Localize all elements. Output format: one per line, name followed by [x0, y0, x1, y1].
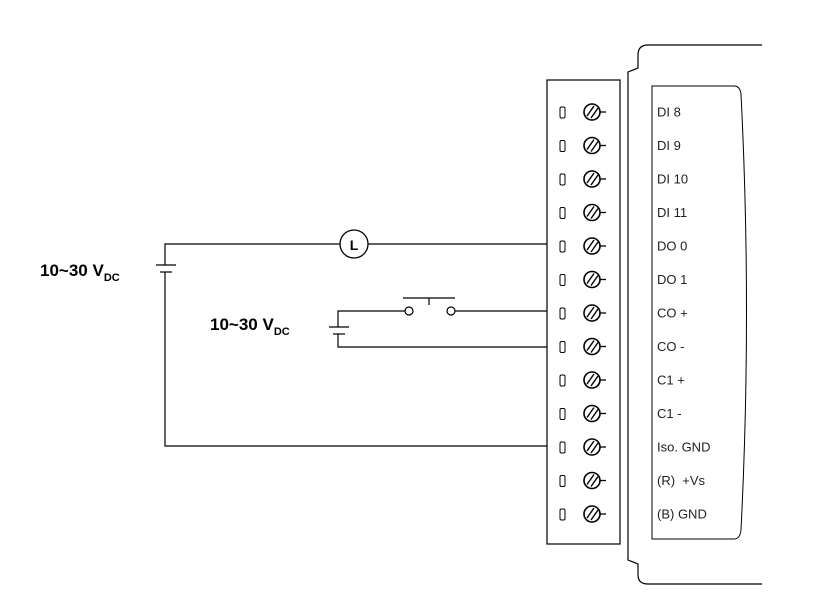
terminal-slot — [560, 275, 565, 286]
terminal-slot — [560, 174, 565, 185]
pin-label: C1 - — [657, 406, 682, 421]
pin-label: CO - — [657, 339, 684, 354]
terminal-slot — [560, 308, 565, 319]
load-lamp-label: L — [350, 237, 359, 253]
terminal-slot — [560, 342, 565, 353]
terminal-slot — [560, 476, 565, 487]
pin-label: CO + — [657, 306, 688, 321]
pin-label: DI 8 — [657, 105, 681, 120]
load-supply-voltage-label: 10~30 VDC — [40, 261, 120, 284]
switch-return-wire — [338, 334, 547, 347]
load-return-wire — [165, 272, 547, 446]
switch-icon — [403, 298, 455, 315]
switch-supply-voltage-label: 10~30 VDC — [210, 315, 290, 338]
terminal-slot — [560, 241, 565, 252]
terminal-slot — [560, 409, 565, 420]
pin-label: (R) +Vs — [657, 473, 706, 488]
load-supply-battery-icon — [156, 265, 176, 272]
pin-label: DI 11 — [657, 205, 687, 220]
terminal-slot — [560, 509, 565, 520]
pin-label: Iso. GND — [657, 440, 710, 455]
terminal-slot — [560, 107, 565, 118]
terminal-slot — [560, 141, 565, 152]
switch-wire-top — [338, 311, 405, 327]
pin-label: DO 0 — [657, 239, 687, 254]
terminal-slot — [560, 375, 565, 386]
load-wire-top — [165, 244, 340, 265]
switch-supply-battery-icon — [329, 327, 349, 334]
terminal-slot — [560, 442, 565, 453]
pin-label: C1 + — [657, 373, 685, 388]
pin-label: DI 9 — [657, 138, 681, 153]
terminal-slot — [560, 208, 565, 219]
pin-label: (B) GND — [657, 507, 707, 522]
pin-label: DO 1 — [657, 272, 687, 287]
pin-label: DI 10 — [657, 172, 688, 187]
